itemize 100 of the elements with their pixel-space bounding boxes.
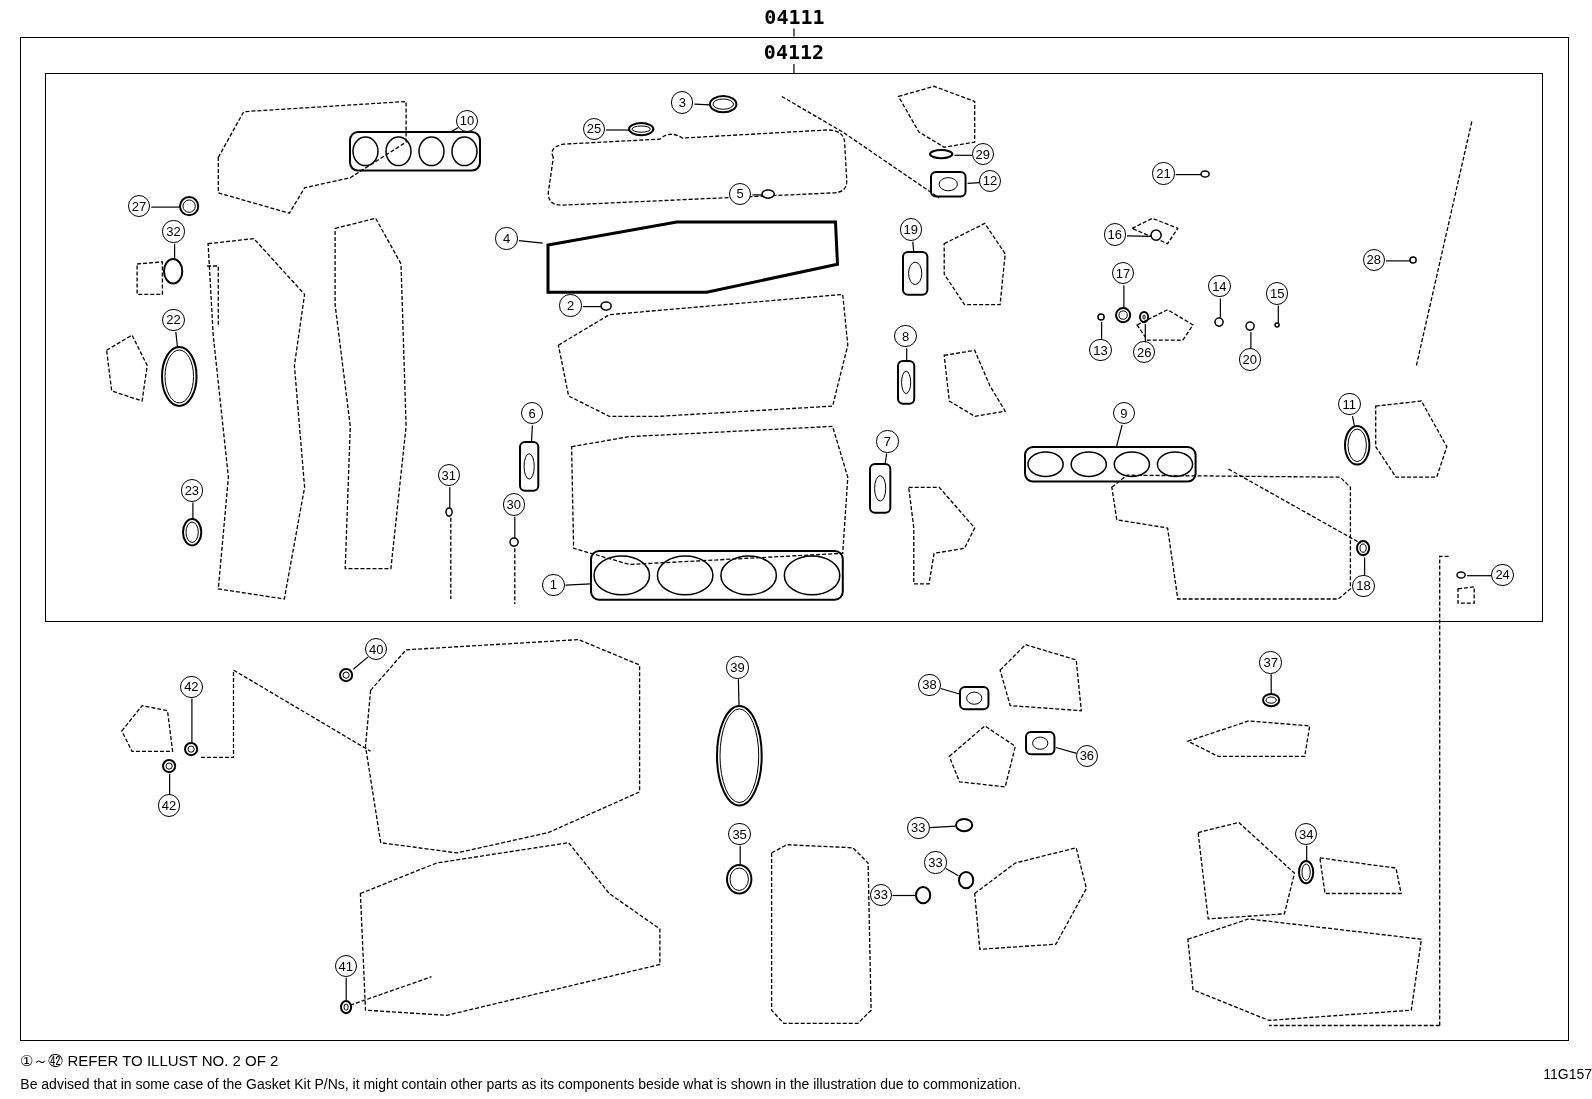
leader-line <box>929 825 956 829</box>
small-seal-drawing <box>508 537 519 548</box>
leader-line <box>737 678 740 707</box>
callout-number: 18 <box>1352 574 1375 597</box>
small-seal-drawing <box>761 188 776 199</box>
leader-line <box>1466 575 1494 577</box>
leader-line <box>582 306 602 308</box>
leader-line <box>169 773 171 796</box>
leader-line <box>953 154 974 156</box>
callout-number: 36 <box>1075 744 1099 768</box>
callout-number: 12 <box>978 169 1002 192</box>
leader-line <box>1126 235 1152 237</box>
leader-line <box>912 241 915 253</box>
callout-number: 10 <box>455 109 479 132</box>
callout-number: 2 <box>559 294 582 317</box>
callout-number: 21 <box>1152 162 1175 185</box>
callout-number: 13 <box>1089 339 1112 362</box>
seal-ring-drawing <box>184 741 199 756</box>
callout-number: 5 <box>729 182 752 206</box>
leader-line <box>940 687 961 695</box>
callout-number: 15 <box>1266 282 1289 305</box>
leader-line <box>1055 746 1078 754</box>
reference-note: ①～㊷ REFER TO ILLUST NO. 2 OF 2 <box>20 1051 279 1071</box>
small-seal-drawing <box>1150 229 1163 242</box>
callout-number: 42 <box>180 675 203 698</box>
callout-number: 41 <box>334 954 357 978</box>
leader-line <box>967 182 981 184</box>
seal-ring-drawing <box>1356 540 1371 557</box>
callout-number: 16 <box>1103 223 1126 246</box>
gasket-drawing <box>896 360 915 406</box>
leader-line <box>945 867 959 877</box>
leader-line <box>449 486 451 509</box>
leader-line <box>174 243 176 260</box>
callout-number: 19 <box>899 218 922 241</box>
leader-line <box>1250 331 1252 350</box>
seal-ring-drawing <box>181 517 203 547</box>
small-seal-drawing <box>444 506 453 517</box>
gasket-drawing <box>930 170 967 197</box>
leader-line <box>192 502 194 520</box>
leader-line <box>1175 174 1202 176</box>
leader-line <box>564 583 592 586</box>
callout-number: 32 <box>162 220 185 243</box>
manifold-gasket-drawing <box>349 130 482 172</box>
leader-line <box>1270 673 1272 695</box>
leader-line <box>906 347 908 362</box>
leader-line <box>1364 556 1366 577</box>
callout-number: 38 <box>918 673 941 696</box>
o-ring-drawing <box>929 149 954 160</box>
leader-line <box>450 126 459 133</box>
seal-ring-drawing <box>726 863 753 894</box>
seal-ring-drawing <box>339 999 352 1014</box>
o-ring-drawing <box>163 257 184 285</box>
leader-line <box>518 240 544 244</box>
seal-ring-drawing <box>628 121 655 137</box>
callout-number: 14 <box>1208 275 1231 298</box>
seal-ring-drawing <box>1114 306 1132 323</box>
leader-line <box>1351 415 1356 427</box>
gasket-drawing <box>518 440 540 492</box>
seal-ring-drawing <box>1298 860 1315 885</box>
leader-line <box>1115 424 1123 448</box>
seal-ring-drawing <box>1261 692 1280 708</box>
callout-number: 26 <box>1133 341 1156 364</box>
seal-ring-drawing <box>708 95 738 114</box>
callout-number: 6 <box>520 402 544 425</box>
leader-line <box>352 656 369 670</box>
disclaimer-note: Be advised that in some case of the Gasket Kit P/Ns, it might contain other parts as its components beside what is shown in the illustration due to commonization. <box>20 1076 1022 1093</box>
callout-number: 37 <box>1259 651 1282 674</box>
leader-line <box>345 977 347 1001</box>
callout-number: 24 <box>1491 563 1514 586</box>
callout-number: 9 <box>1112 402 1136 425</box>
callout-number: 7 <box>876 430 899 453</box>
leader-line <box>739 845 741 865</box>
leader-line <box>693 103 711 106</box>
o-ring-drawing <box>915 885 932 905</box>
leader-line <box>605 129 631 131</box>
callout-number: 29 <box>971 143 994 166</box>
leader-line <box>191 697 193 743</box>
callout-number: 22 <box>162 308 185 331</box>
small-seal-drawing <box>1200 169 1211 178</box>
callout-number: 35 <box>728 822 751 846</box>
manifold-gasket-drawing <box>1024 445 1198 483</box>
gasket-drawing <box>901 250 928 296</box>
gasket-drawing <box>1024 730 1056 755</box>
leader-line <box>1385 260 1411 262</box>
small-seal-drawing <box>1274 321 1281 328</box>
o-ring-drawing <box>954 817 974 833</box>
callout-number: 1 <box>542 573 565 596</box>
gasket-drawing <box>958 685 990 711</box>
callout-number: 31 <box>437 464 460 487</box>
leader-line <box>891 894 917 897</box>
callout-number: 4 <box>495 227 518 250</box>
small-seal-drawing <box>1214 316 1225 327</box>
leader-line <box>150 206 181 208</box>
callout-number: 34 <box>1295 822 1318 846</box>
callout-number: 33 <box>924 851 947 874</box>
small-seal-drawing <box>1455 570 1467 579</box>
leader-line <box>1101 321 1103 341</box>
callout-number: 20 <box>1238 348 1261 371</box>
callout-number: 3 <box>671 91 694 114</box>
callout-number: 30 <box>502 493 525 516</box>
